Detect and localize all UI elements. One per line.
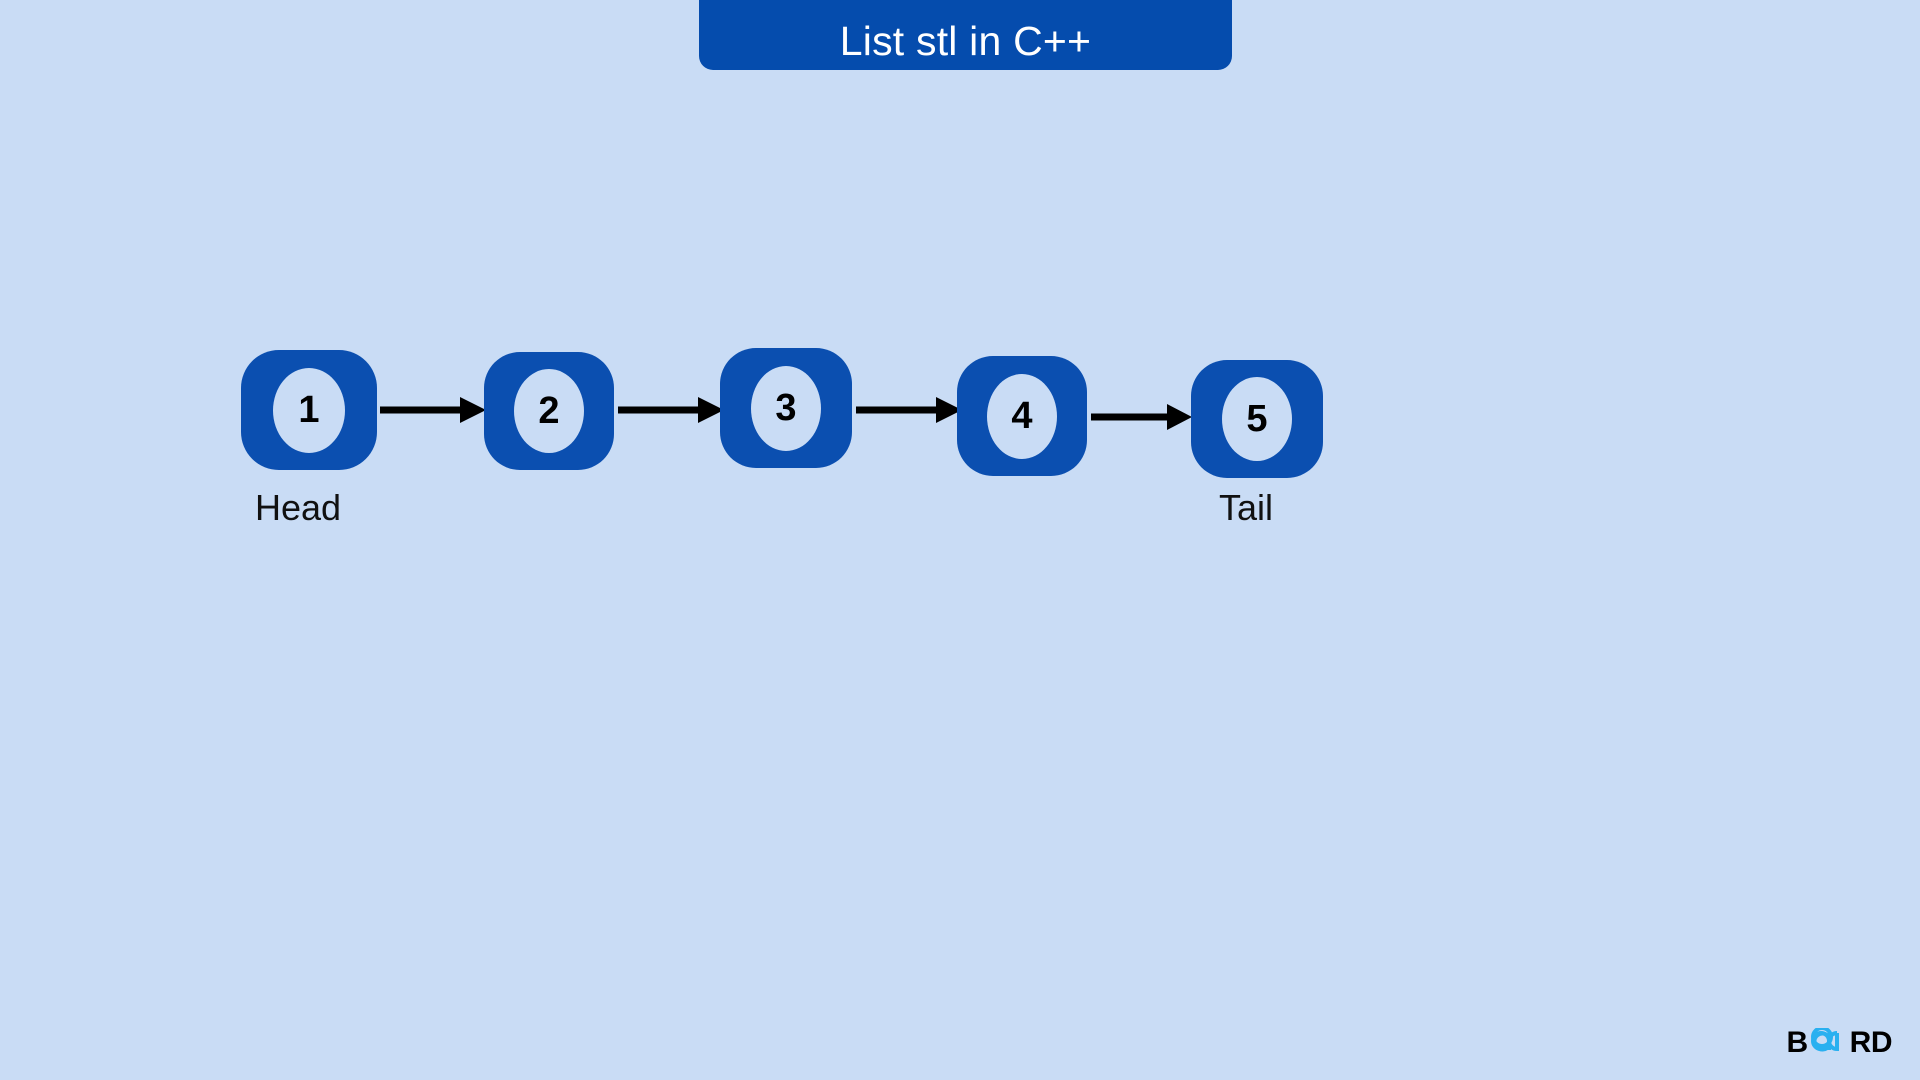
list-node-5-circle: 5	[1222, 377, 1292, 461]
arrow-2-to-3	[618, 397, 724, 423]
list-node-4-value: 4	[1011, 395, 1033, 437]
tail-label: Tail	[1219, 487, 1274, 528]
page-title: List stl in C++	[839, 18, 1092, 64]
head-label: Head	[255, 487, 342, 528]
logo-text-suffix: RD	[1849, 1026, 1893, 1059]
list-node-3-circle: 3	[751, 365, 821, 451]
list-node-5-value: 5	[1246, 398, 1268, 440]
list-node-2[interactable]: 2	[484, 352, 614, 470]
list-node-3[interactable]: 3	[720, 348, 852, 468]
list-node-3-value: 3	[775, 387, 797, 429]
list-node-1-value: 1	[298, 389, 320, 431]
logo-text-prefix: B	[1786, 1026, 1808, 1059]
list-node-1-circle: 1	[273, 367, 345, 453]
list-node-2-value: 2	[538, 390, 560, 432]
title-banner: List stl in C++	[699, 0, 1232, 70]
infinity-icon	[1809, 1025, 1849, 1059]
arrow-1-to-2	[380, 397, 486, 423]
list-node-5[interactable]: 5	[1191, 360, 1323, 478]
list-node-1[interactable]: 1	[241, 350, 377, 470]
board-logo: B RD	[1786, 1025, 1893, 1060]
list-node-4[interactable]: 4	[957, 356, 1087, 476]
list-node-2-circle: 2	[514, 369, 584, 453]
arrow-4-to-5	[1091, 404, 1192, 430]
list-node-4-circle: 4	[987, 373, 1057, 459]
arrow-3-to-4	[856, 397, 962, 423]
